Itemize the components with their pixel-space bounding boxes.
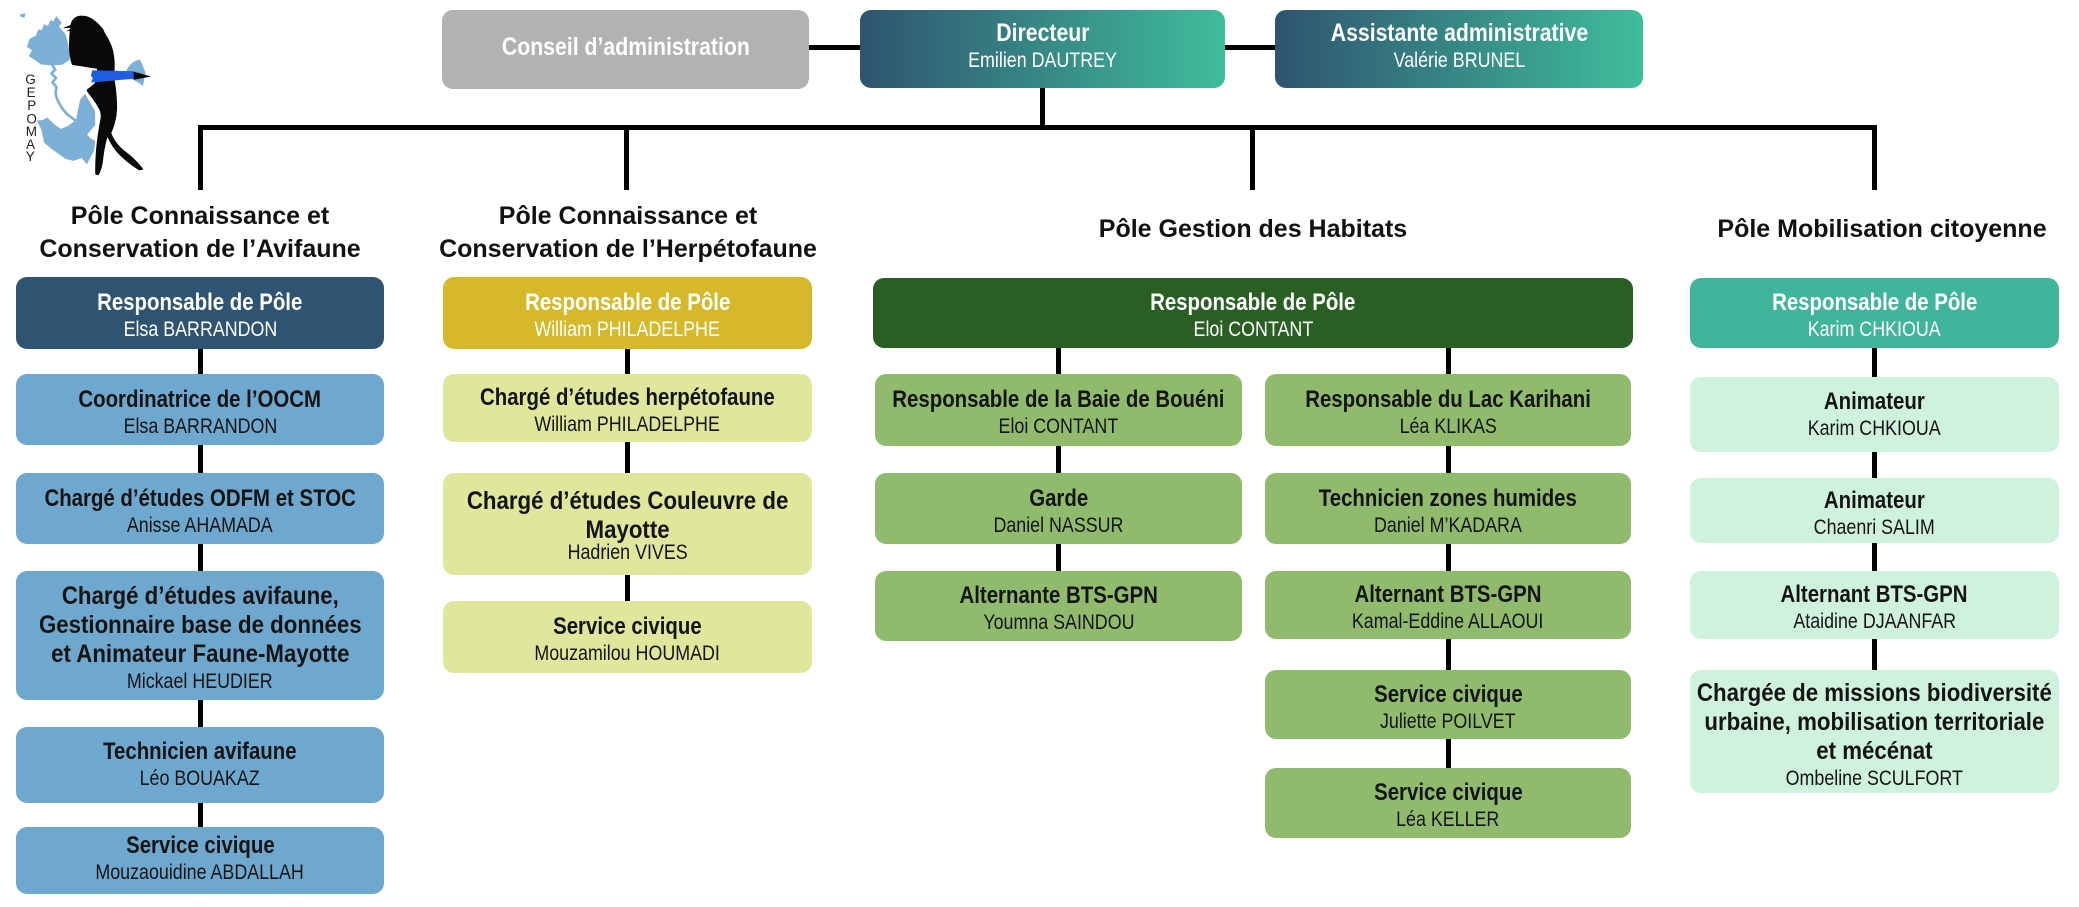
svg-text:P: P	[27, 98, 36, 113]
svg-text:A: A	[26, 137, 35, 152]
svg-text:Y: Y	[26, 149, 35, 164]
svg-text:E: E	[27, 85, 36, 100]
svg-text:O: O	[26, 111, 37, 126]
svg-text:G: G	[25, 72, 36, 87]
svg-text:M: M	[26, 124, 37, 139]
